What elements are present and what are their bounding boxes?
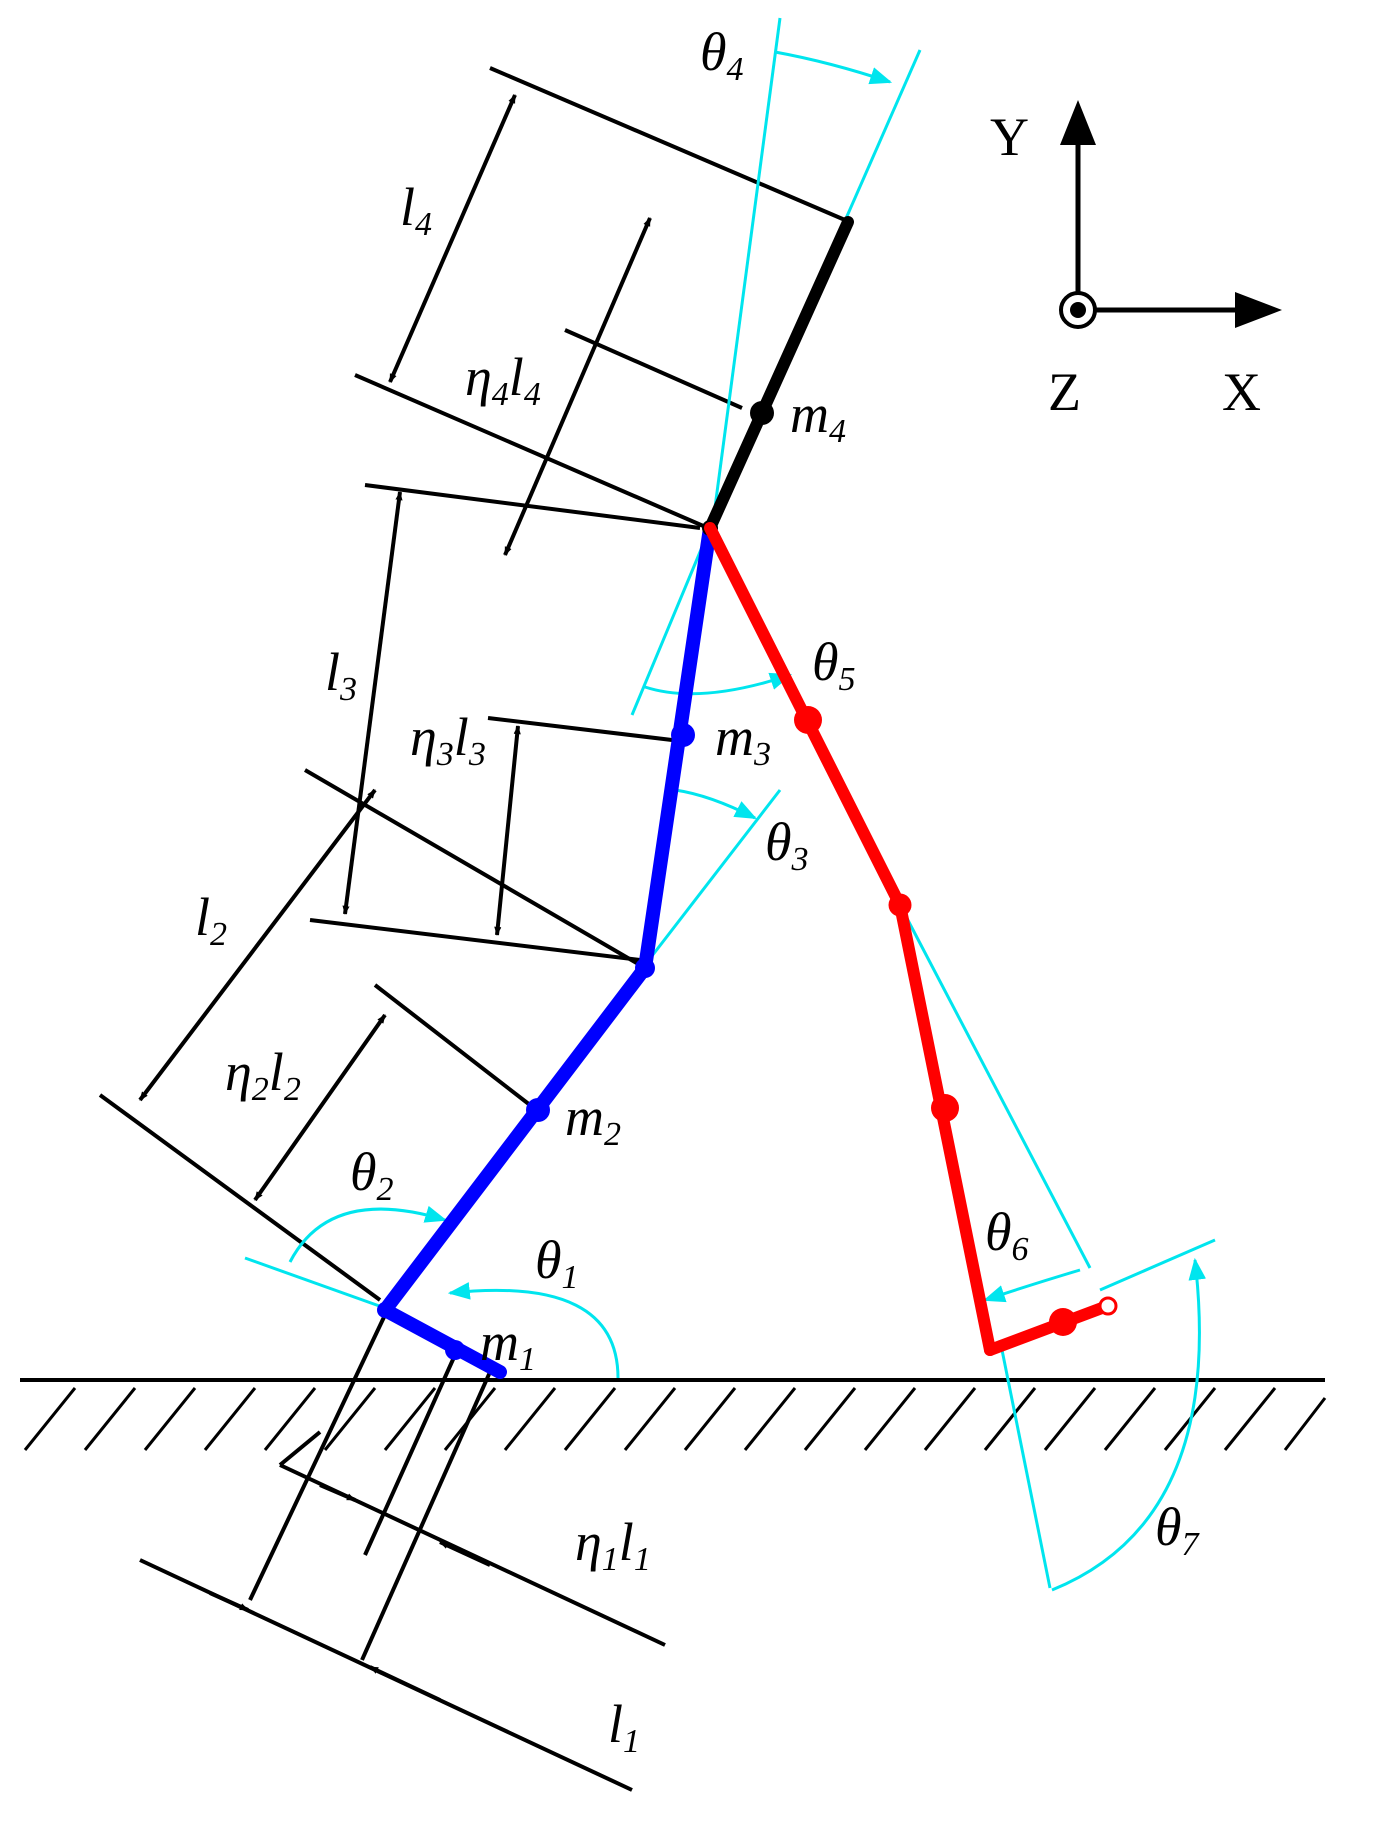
label-m4: m4	[790, 384, 846, 450]
swing-foot-tip	[1098, 1296, 1118, 1316]
torso-link	[704, 216, 854, 534]
knee-ext-line-lower	[309, 918, 641, 962]
axis-labels: Y Z X	[990, 107, 1261, 422]
foot-com-ext-line	[363, 1354, 457, 1556]
l1-arrow-left	[209, 1591, 249, 1612]
support-foot-link	[378, 1303, 507, 1379]
mass-point-m2	[526, 1098, 550, 1122]
mass-point-m1	[445, 1340, 465, 1360]
m2-ext-line	[373, 983, 532, 1107]
torso-vertical-reference	[708, 17, 782, 546]
label-l4: l4	[400, 177, 432, 243]
axis-z-label: Z	[1048, 362, 1081, 422]
ankle-ext-line	[98, 1093, 382, 1302]
l2-dimension	[138, 788, 377, 1102]
knee-axis-extension	[643, 789, 782, 966]
label-theta5: θ5	[812, 632, 856, 698]
mass-point-m4	[750, 401, 774, 425]
eta4l4-dimension	[503, 217, 652, 556]
theta6-arc	[982, 1268, 1081, 1303]
label-l3: l3	[325, 642, 357, 708]
mass-point-m7	[1049, 1308, 1077, 1336]
theta1-arc	[447, 1282, 620, 1379]
m4-ext-line	[564, 328, 743, 410]
label-eta2-l2: η2l2	[225, 1042, 301, 1108]
label-eta1-l1: η1l1	[575, 1512, 651, 1578]
support-ankle-joint	[377, 1302, 393, 1318]
foot-ext-line-a	[248, 1314, 387, 1601]
mass-point-m6	[931, 1094, 959, 1122]
label-theta3: θ3	[765, 812, 809, 878]
support-shank-link	[378, 961, 652, 1317]
swing-knee-joint	[888, 893, 912, 917]
ground-hatching	[23, 1387, 1327, 1451]
labels: l1 l2 l3 l4 η1l1 η2l2 η3l3 η4l4 m1 m2 m3…	[195, 22, 1201, 1760]
z-axis-symbol-dot	[1070, 302, 1086, 318]
label-eta4-l4: η4l4	[465, 347, 541, 413]
axis-y-label: Y	[990, 107, 1029, 167]
torso	[702, 216, 854, 536]
mass-point-m3	[671, 723, 695, 747]
coordinate-axes	[1059, 100, 1282, 329]
eta1l1-leader	[278, 1430, 322, 1467]
label-eta3-l3: η3l3	[410, 707, 486, 773]
label-theta1: θ1	[535, 1230, 579, 1296]
theta5-arc	[644, 672, 793, 696]
knee-ext-line	[303, 768, 642, 967]
theta3-arc	[674, 788, 757, 820]
axis-x-label: X	[1222, 362, 1261, 422]
eta3l3-dimension	[494, 725, 521, 936]
l1-arrow-right	[369, 1665, 441, 1702]
label-l2: l2	[195, 887, 227, 953]
torso-top-ext-line	[489, 66, 846, 222]
label-m2: m2	[565, 1087, 621, 1153]
label-l1: l1	[608, 1694, 640, 1760]
l4-dimension	[388, 94, 517, 383]
swing-foot-link	[984, 1299, 1116, 1356]
label-theta2: θ2	[350, 1142, 394, 1208]
thigh-axis-extension	[630, 527, 712, 716]
label-theta6: θ6	[985, 1202, 1029, 1268]
support-thigh-link	[638, 521, 717, 975]
ground	[20, 1378, 1327, 1451]
label-m1: m1	[480, 1312, 536, 1378]
support-knee-joint	[635, 958, 655, 978]
label-theta7: θ7	[1155, 1497, 1201, 1563]
swing-leg-masses	[794, 706, 1118, 1336]
swing-leg	[704, 522, 1116, 1356]
label-theta4: θ4	[700, 22, 744, 88]
mass-point-m5	[794, 706, 822, 734]
foot-ext-line-b	[360, 1371, 492, 1661]
eta1l1-arrow-left	[319, 1483, 356, 1502]
swing-foot-extension	[998, 1339, 1052, 1589]
label-m3: m3	[715, 707, 771, 773]
shank-axis-extension	[244, 1256, 386, 1310]
angle-marks	[244, 17, 1216, 1592]
swing-shank-extension	[898, 904, 1092, 1269]
dimension-lines	[98, 66, 846, 1792]
eta1l1-arrow-right	[439, 1540, 491, 1567]
theta4-arc	[774, 50, 893, 85]
support-leg-masses	[377, 723, 695, 1360]
theta7-arc	[1051, 1257, 1207, 1592]
m3-ext-line	[487, 716, 673, 742]
swing-foot-axis-extension	[1099, 1238, 1216, 1292]
support-leg	[378, 521, 717, 1379]
eta2l2-dimension	[253, 1013, 387, 1202]
swing-shank-link	[894, 899, 996, 1356]
l3-dimension	[342, 491, 403, 915]
theta2-arc	[288, 1205, 448, 1263]
